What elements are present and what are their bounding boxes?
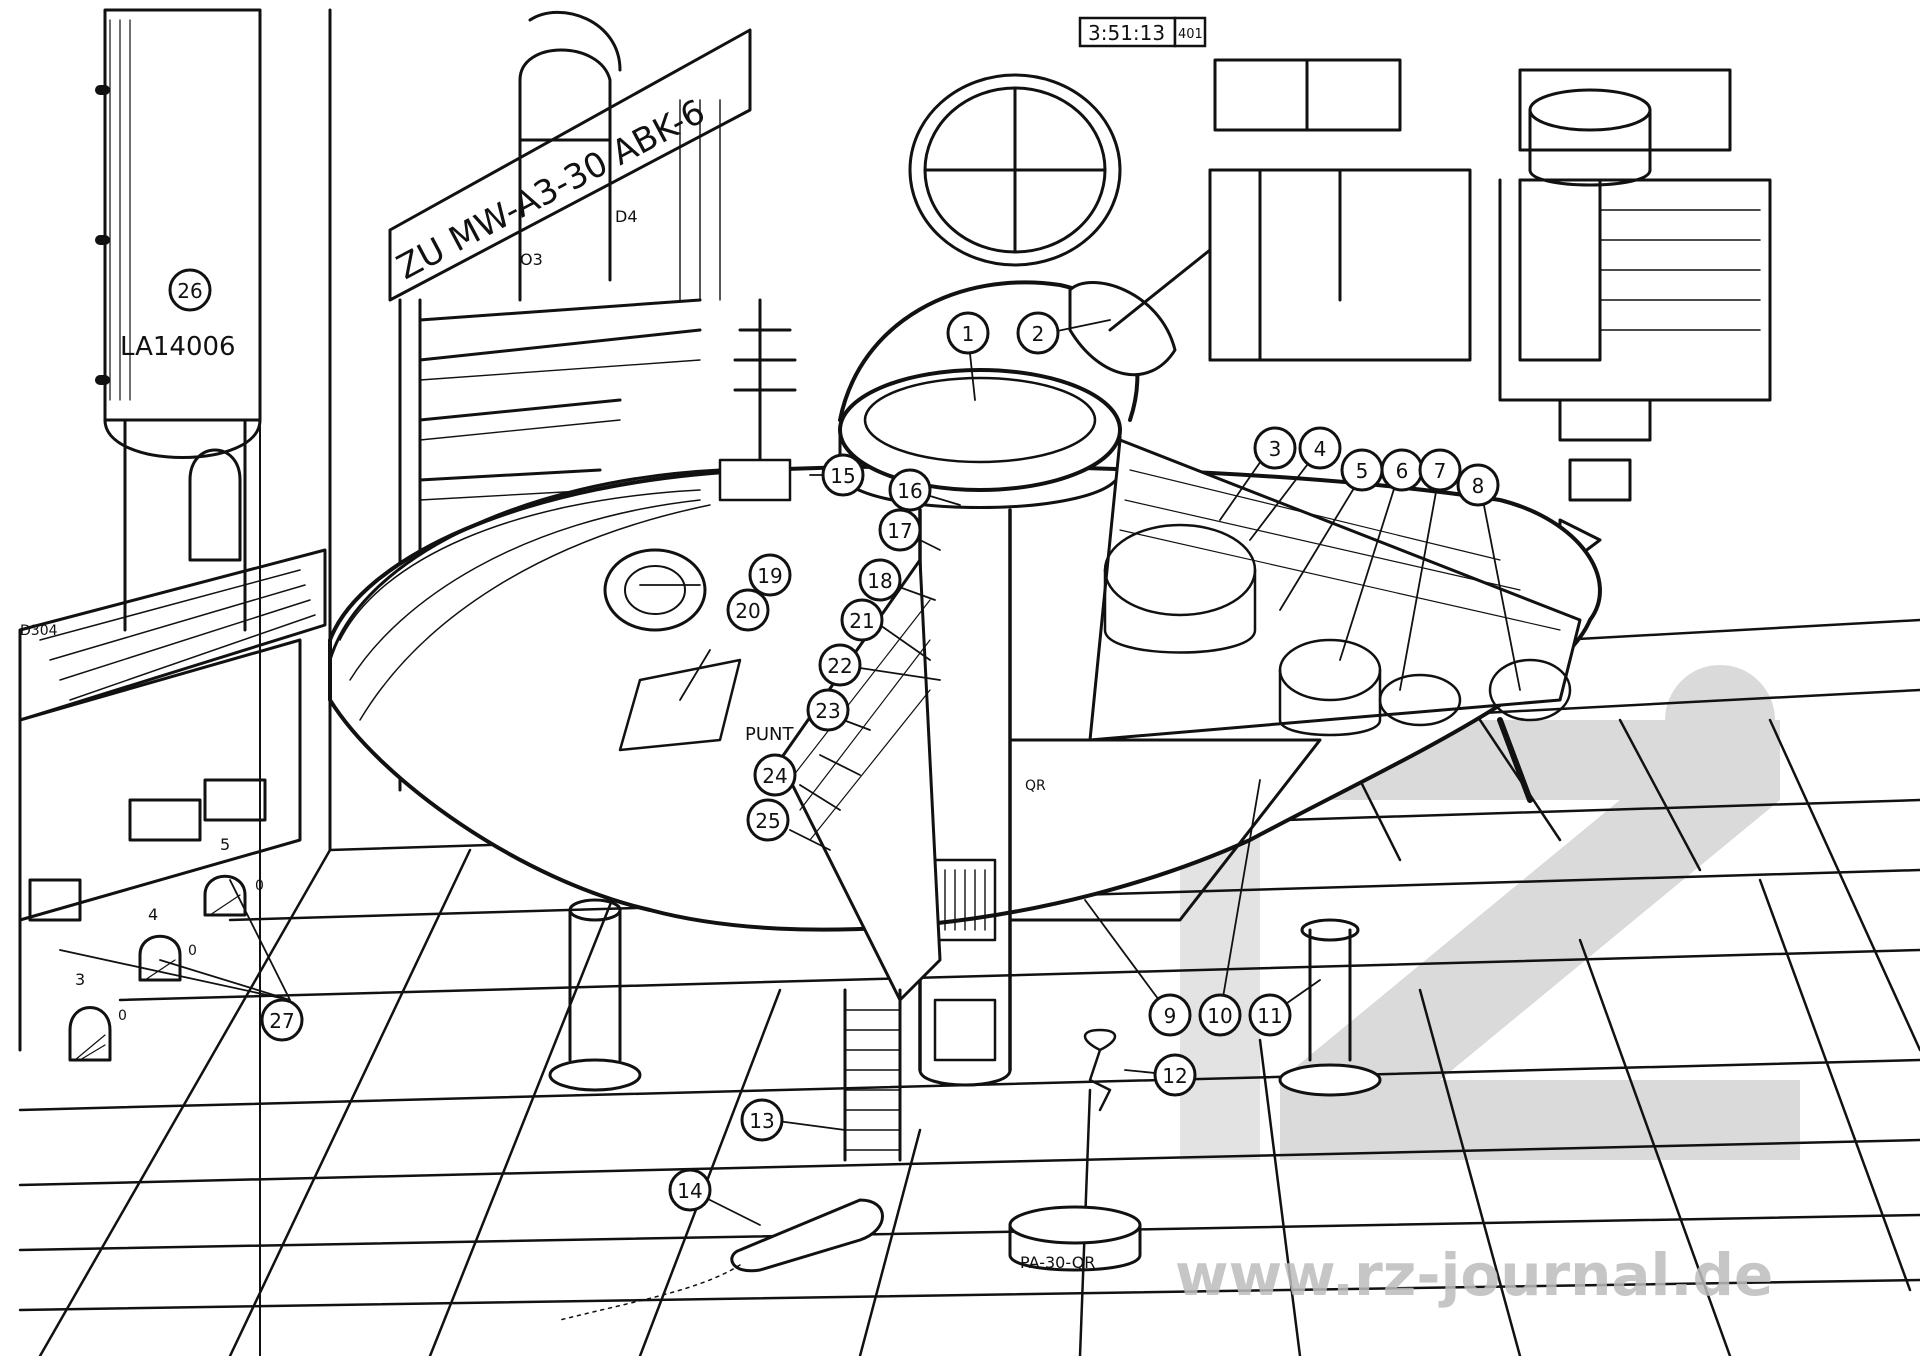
callout-16: 16	[888, 468, 932, 512]
callout-label-8: 8	[1472, 474, 1485, 498]
hangar-bay	[388, 10, 752, 792]
callout-label-19: 19	[757, 564, 782, 588]
clock-time: 3:51:13	[1088, 21, 1165, 45]
door-zero-2: 0	[188, 943, 197, 959]
callout-20: 20	[726, 588, 770, 632]
callout-label-15: 15	[830, 464, 855, 488]
arched-doors	[68, 874, 247, 1062]
banner-sign: ZU MW-A3-30 ABK-6	[390, 92, 711, 288]
callout-7: 7	[1418, 448, 1462, 492]
tower-equipment	[1518, 88, 1652, 572]
callout-10: 10	[1198, 993, 1242, 1037]
door-zero-3: 0	[255, 878, 264, 894]
spaceship	[328, 248, 1602, 1087]
callout-23: 23	[806, 688, 850, 732]
left-platform	[18, 548, 327, 1052]
watermark-url: www.rz-journal.de	[1175, 1241, 1773, 1309]
watermark-logo	[1180, 665, 1800, 1160]
callout-19: 19	[748, 553, 792, 597]
callout-label-20: 20	[735, 599, 760, 623]
callout-label-5: 5	[1356, 459, 1369, 483]
callout-26: 26	[168, 268, 212, 312]
callout-label-13: 13	[749, 1109, 774, 1133]
landing-legs	[548, 898, 1382, 1162]
callout-label-18: 18	[867, 569, 892, 593]
ship-short-text: QR	[1025, 778, 1046, 794]
callout-label-11: 11	[1257, 1004, 1282, 1028]
callout-label-14: 14	[677, 1179, 702, 1203]
ship-text: PUNT	[745, 724, 794, 745]
floor-ring-label: PA-30-QR	[1020, 1253, 1095, 1272]
callout-label-3: 3	[1269, 437, 1282, 461]
wall-cabinets	[1208, 58, 1772, 402]
callout-label-7: 7	[1434, 459, 1447, 483]
callout-11: 11	[1248, 993, 1292, 1037]
callout-label-1: 1	[962, 322, 975, 346]
callout-label-21: 21	[849, 609, 874, 633]
callout-21: 21	[840, 598, 884, 642]
clock-display: 3:51:13 401	[1078, 16, 1207, 48]
bay-d4-label: D4	[615, 207, 638, 226]
porthole-window	[908, 73, 1122, 267]
callout-label-2: 2	[1032, 322, 1045, 346]
callout-5: 5	[1340, 448, 1384, 492]
callout-22: 22	[818, 643, 862, 687]
callout-6: 6	[1380, 448, 1424, 492]
callout-27: 27	[260, 998, 304, 1042]
callout-label-6: 6	[1396, 459, 1409, 483]
platform-label: D304	[20, 623, 58, 639]
callout-2: 2	[1016, 311, 1060, 355]
callout-18: 18	[858, 558, 902, 602]
callout-label-4: 4	[1314, 437, 1327, 461]
door-number-4: 4	[148, 905, 158, 924]
left-column	[95, 8, 332, 1356]
door-number-5: 5	[220, 835, 230, 854]
callout-label-16: 16	[897, 479, 922, 503]
door-number-3: 3	[75, 970, 85, 989]
callout-3: 3	[1253, 426, 1297, 470]
callout-1: 1	[946, 311, 990, 355]
callout-label-12: 12	[1162, 1064, 1187, 1088]
clock-suffix: 401	[1178, 27, 1203, 42]
callout-12: 12	[1153, 1053, 1197, 1097]
callout-label-23: 23	[815, 699, 840, 723]
callout-17: 17	[878, 508, 922, 552]
column-label: LA14006	[120, 332, 236, 362]
callout-label-22: 22	[827, 654, 852, 678]
callout-24: 24	[753, 753, 797, 797]
door-zero-1: 0	[118, 1008, 127, 1024]
callout-label-10: 10	[1207, 1004, 1232, 1028]
callout-25: 25	[746, 798, 790, 842]
callout-label-9: 9	[1164, 1004, 1177, 1028]
floor-objects	[559, 1028, 1142, 1321]
callout-label-17: 17	[887, 519, 912, 543]
callout-4: 4	[1298, 426, 1342, 470]
callout-9: 9	[1148, 993, 1192, 1037]
bay-o3-label: O3	[520, 250, 543, 269]
callout-15: 15	[821, 453, 865, 497]
callout-13: 13	[740, 1098, 784, 1142]
callout-label-26: 26	[177, 279, 202, 303]
callout-label-27: 27	[269, 1009, 294, 1033]
callout-14: 14	[668, 1168, 712, 1212]
callout-label-24: 24	[762, 764, 787, 788]
callout-8: 8	[1456, 463, 1500, 507]
callout-label-25: 25	[755, 809, 780, 833]
